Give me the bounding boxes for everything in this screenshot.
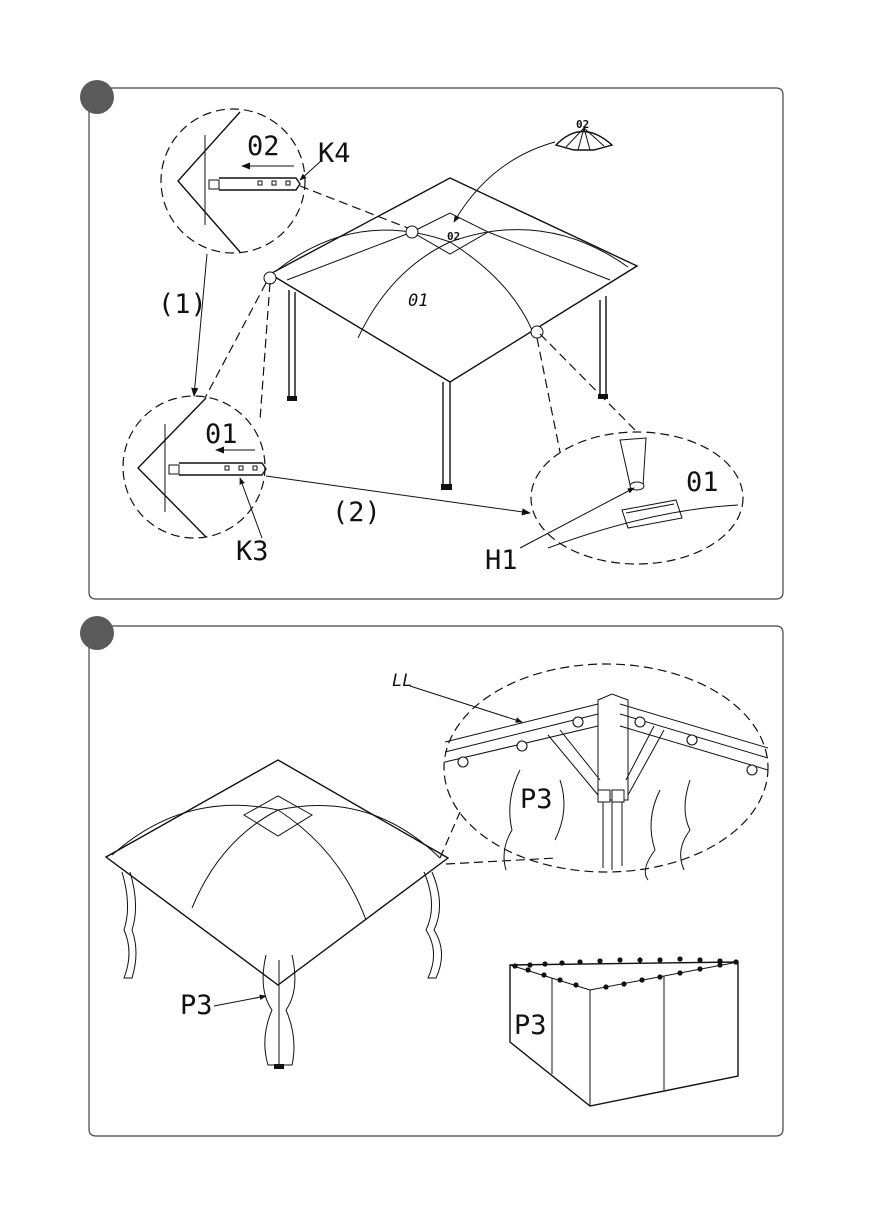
canopy-01 bbox=[264, 178, 637, 382]
gazebo-with-curtains bbox=[106, 760, 448, 1069]
label-ll: LL bbox=[392, 671, 412, 691]
top-cap-02 bbox=[556, 128, 612, 150]
step-1-panel: 02 K4 (1) 01 K3 (2) H1 01 01 02 02 bbox=[80, 80, 783, 599]
detail-ll-hooks bbox=[444, 664, 768, 880]
label-step-1: (1) bbox=[158, 289, 207, 320]
label-top-02: 02 bbox=[447, 230, 460, 243]
label-p3-leg: P3 bbox=[180, 990, 213, 1021]
label-k4: K4 bbox=[318, 138, 351, 169]
label-01-tube: 01 bbox=[686, 467, 719, 498]
label-k3: K3 bbox=[236, 536, 269, 567]
label-cap-02: 02 bbox=[576, 118, 589, 131]
label-02-detail: 02 bbox=[247, 131, 280, 162]
label-p3-zoom: P3 bbox=[520, 784, 553, 815]
step-1-marker bbox=[80, 80, 114, 114]
gazebo-frame bbox=[287, 290, 608, 490]
step-2-marker bbox=[80, 616, 114, 650]
step-2-panel: LL P3 P3 P3 bbox=[80, 616, 783, 1136]
detail-k3 bbox=[123, 396, 266, 538]
detail-k4 bbox=[161, 109, 305, 253]
label-h1: H1 bbox=[485, 545, 518, 576]
label-step-2: (2) bbox=[332, 497, 381, 528]
label-01-detail: 01 bbox=[205, 419, 238, 450]
detail-h1 bbox=[531, 432, 743, 564]
label-canopy-01: 01 bbox=[408, 291, 428, 311]
label-p3-box: P3 bbox=[514, 1010, 547, 1041]
